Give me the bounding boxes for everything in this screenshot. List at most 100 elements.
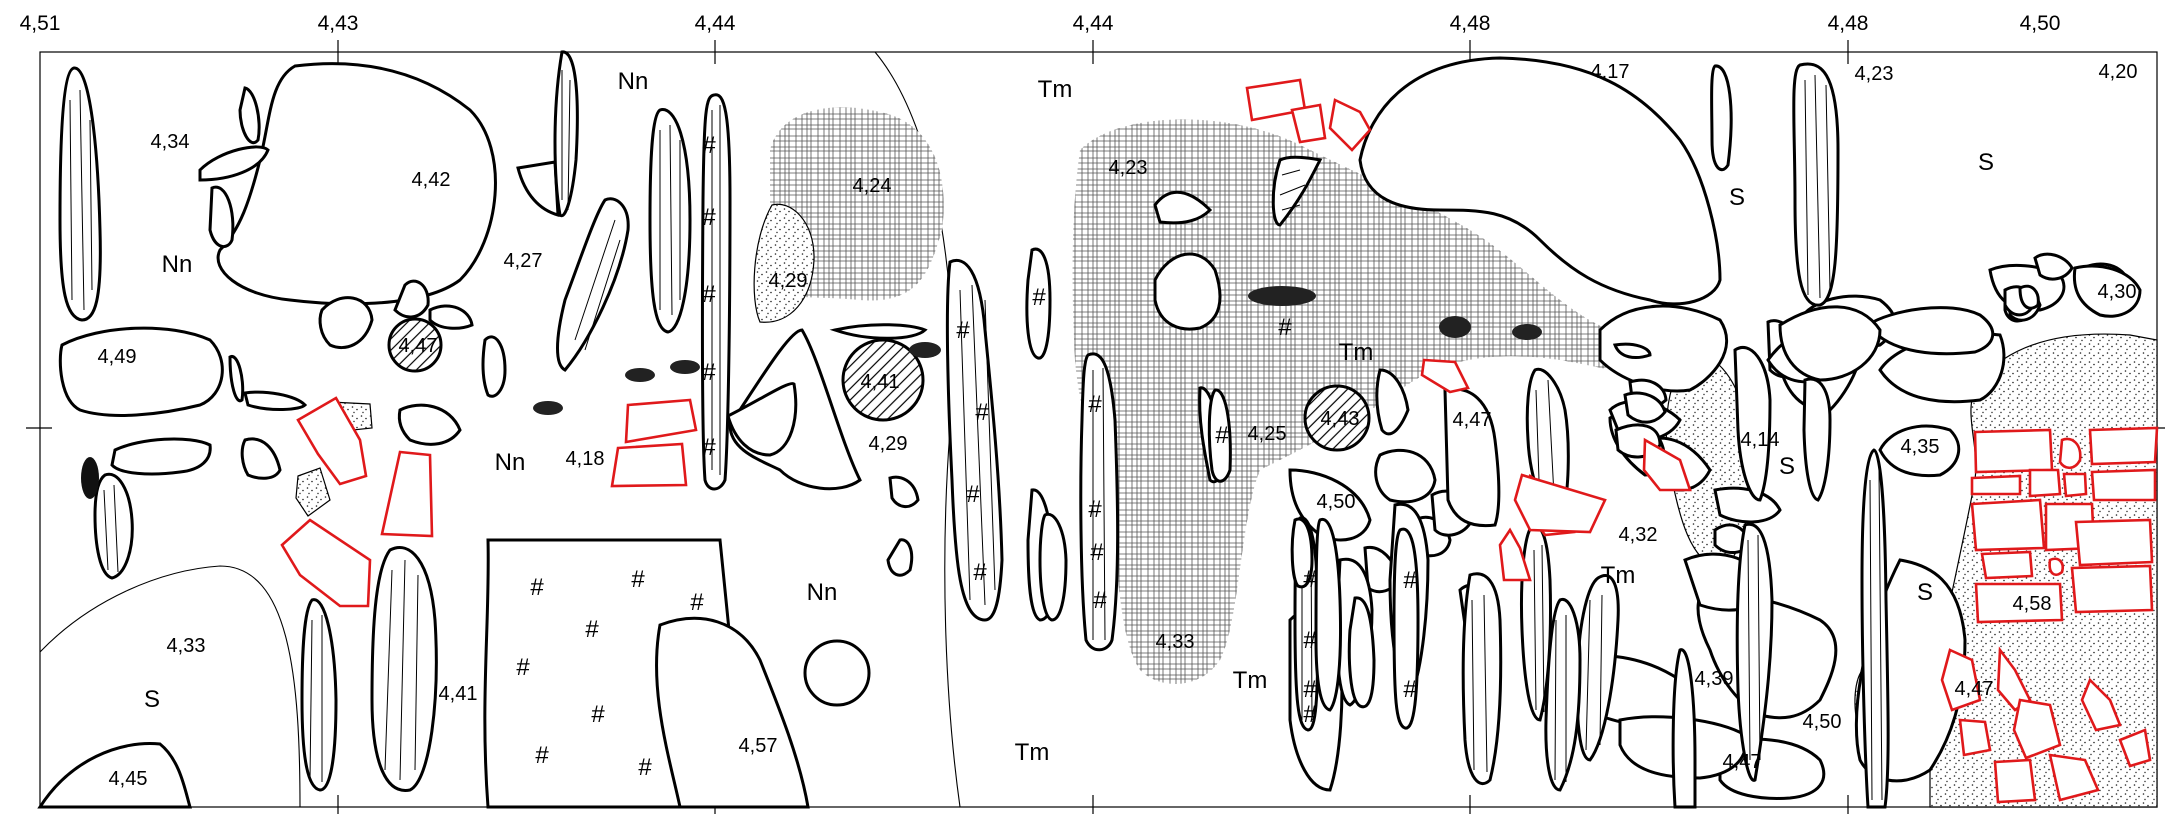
elevation-label: 4,47 xyxy=(1453,409,1492,431)
long-stone xyxy=(1710,64,1733,172)
highlighted-stone xyxy=(2062,472,2088,498)
stone xyxy=(829,323,928,340)
highlighted-stone xyxy=(1970,498,2046,552)
stone-grain xyxy=(1869,469,1883,801)
dotted-area xyxy=(753,203,815,323)
hash-marker: # xyxy=(1093,587,1107,614)
dark-stone xyxy=(81,457,99,499)
stone xyxy=(318,296,374,350)
hash-marker: # xyxy=(591,701,605,728)
hash-marker: # xyxy=(535,742,549,769)
dark-stone xyxy=(1248,286,1316,306)
dark-stone xyxy=(909,342,941,358)
hash-marker: # xyxy=(1088,496,1102,523)
stone-grain xyxy=(384,559,419,781)
long-stone xyxy=(1461,572,1503,786)
stone xyxy=(58,326,224,417)
highlighted-stone xyxy=(1420,358,1470,394)
elevation-label: 4,33 xyxy=(167,635,206,657)
hash-marker: # xyxy=(702,204,716,231)
soil-boundary-line xyxy=(39,565,301,808)
long-stone xyxy=(370,546,438,792)
stone xyxy=(397,403,462,446)
stone xyxy=(110,437,212,476)
long-stone xyxy=(945,259,1004,622)
long-stone xyxy=(1612,342,1652,359)
elevation-label: 4,30 xyxy=(2098,281,2137,303)
elevation-label: 4,47 xyxy=(1955,678,1994,700)
hash-marker: # xyxy=(1215,422,1229,449)
stone-grain xyxy=(959,284,996,606)
zone-label: S xyxy=(144,686,160,713)
stone xyxy=(1374,448,1437,504)
stone-grain xyxy=(1092,367,1106,641)
stone xyxy=(1375,368,1410,436)
highlighted-stone xyxy=(1980,550,2034,580)
zone-label: S xyxy=(1978,149,1994,176)
long-stone xyxy=(300,598,338,792)
long-stone xyxy=(1860,448,1890,809)
stone xyxy=(655,617,810,809)
highlighted-stone xyxy=(624,398,698,444)
long-stone xyxy=(1733,346,1772,502)
stone-grain xyxy=(103,484,119,573)
hash-marker: # xyxy=(1303,627,1317,654)
hash-marker: # xyxy=(973,559,987,586)
stone xyxy=(216,62,497,306)
elevation-label: 4,23 xyxy=(1109,157,1148,179)
elevation-label: 4,58 xyxy=(2013,593,2052,615)
long-stone xyxy=(556,197,630,372)
hash-marker: # xyxy=(638,754,652,781)
stone xyxy=(2072,264,2142,318)
stone-grain xyxy=(1533,544,1545,713)
zone-label: Nn xyxy=(618,68,649,95)
dark-stone xyxy=(670,360,700,374)
zone-label: S xyxy=(1729,184,1745,211)
long-stone xyxy=(1347,596,1376,709)
elevation-label: 4,41 xyxy=(439,683,478,705)
stone xyxy=(886,538,914,577)
highlighted-stone xyxy=(1642,437,1692,492)
top-axis-labels: 4,51 4,43 4,44 4,44 4,48 4,48 4,50 xyxy=(20,12,2061,35)
highlighted-stone xyxy=(2048,753,2100,802)
hash-marker: # xyxy=(585,616,599,643)
hash-marker: # xyxy=(690,589,704,616)
highlighted-stone xyxy=(1970,474,2022,496)
long-stone xyxy=(1575,573,1620,762)
axis-label: 4,50 xyxy=(2020,12,2061,35)
highlighted-stone xyxy=(1974,582,2064,624)
dark-stone xyxy=(625,368,655,382)
highlighted-stone xyxy=(2070,564,2154,614)
stone xyxy=(393,279,430,319)
highlighted-stone xyxy=(1940,648,1982,712)
stone-grain xyxy=(711,105,721,475)
axis-label: 4,48 xyxy=(1450,12,1491,35)
zone-labels: Nn Nn Nn Nn Tm Tm Tm Tm Tm S S S S S xyxy=(144,68,1994,766)
zone-label: Nn xyxy=(495,449,526,476)
zone-label: S xyxy=(1779,453,1795,480)
stone xyxy=(37,742,193,809)
elevation-label: 4,41 xyxy=(861,371,900,393)
dotted-area xyxy=(295,467,331,517)
stone xyxy=(240,437,282,480)
stone xyxy=(243,390,308,411)
stone xyxy=(1288,468,1372,542)
stone xyxy=(2018,284,2040,310)
zone-label: Nn xyxy=(162,251,193,278)
elevation-label: 4,47 xyxy=(399,335,438,357)
elevation-label: 4,45 xyxy=(109,768,148,790)
elevation-label: 4,43 xyxy=(1321,408,1360,430)
long-stone xyxy=(238,86,261,144)
stone xyxy=(1153,252,1222,331)
elevation-label: 4,32 xyxy=(1619,524,1658,546)
highlighted-stone xyxy=(2048,557,2064,576)
dark-stone xyxy=(1512,324,1542,340)
stone-grain xyxy=(1804,74,1831,299)
hash-marker: # xyxy=(966,481,980,508)
elevation-label: 4,50 xyxy=(1317,491,1356,513)
elevation-label: 4,33 xyxy=(1156,631,1195,653)
long-stone xyxy=(228,355,245,403)
elevation-label: 4,50 xyxy=(1803,711,1842,733)
stone xyxy=(2033,252,2074,281)
long-stone xyxy=(1802,377,1832,502)
